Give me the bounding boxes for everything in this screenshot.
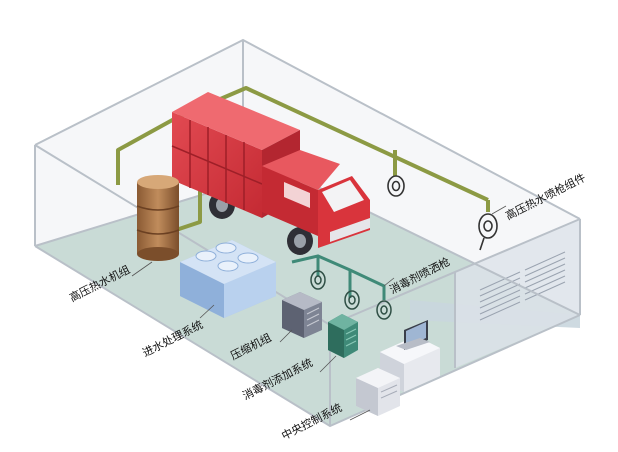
right-wall [455, 219, 580, 368]
truck-cab-top [262, 150, 340, 190]
compressor-unit [282, 292, 322, 338]
truck [171, 92, 370, 255]
truck-windshield [322, 180, 364, 212]
spray-gun-icon [387, 175, 498, 251]
hose-reel-icon [310, 270, 392, 320]
central-control-unit [356, 320, 440, 416]
disinfectant-pipe [291, 254, 386, 300]
truck-cab-side [262, 166, 318, 236]
disinfectant-dosing-unit [328, 314, 358, 358]
hot-water-tank [136, 175, 180, 261]
truck-side-window [284, 182, 310, 208]
wall-louvers [479, 251, 566, 321]
leader-lines [131, 205, 507, 421]
computer-icon [396, 320, 430, 350]
water-treatment-unit [180, 240, 276, 318]
truck-cargo-top [172, 92, 300, 150]
